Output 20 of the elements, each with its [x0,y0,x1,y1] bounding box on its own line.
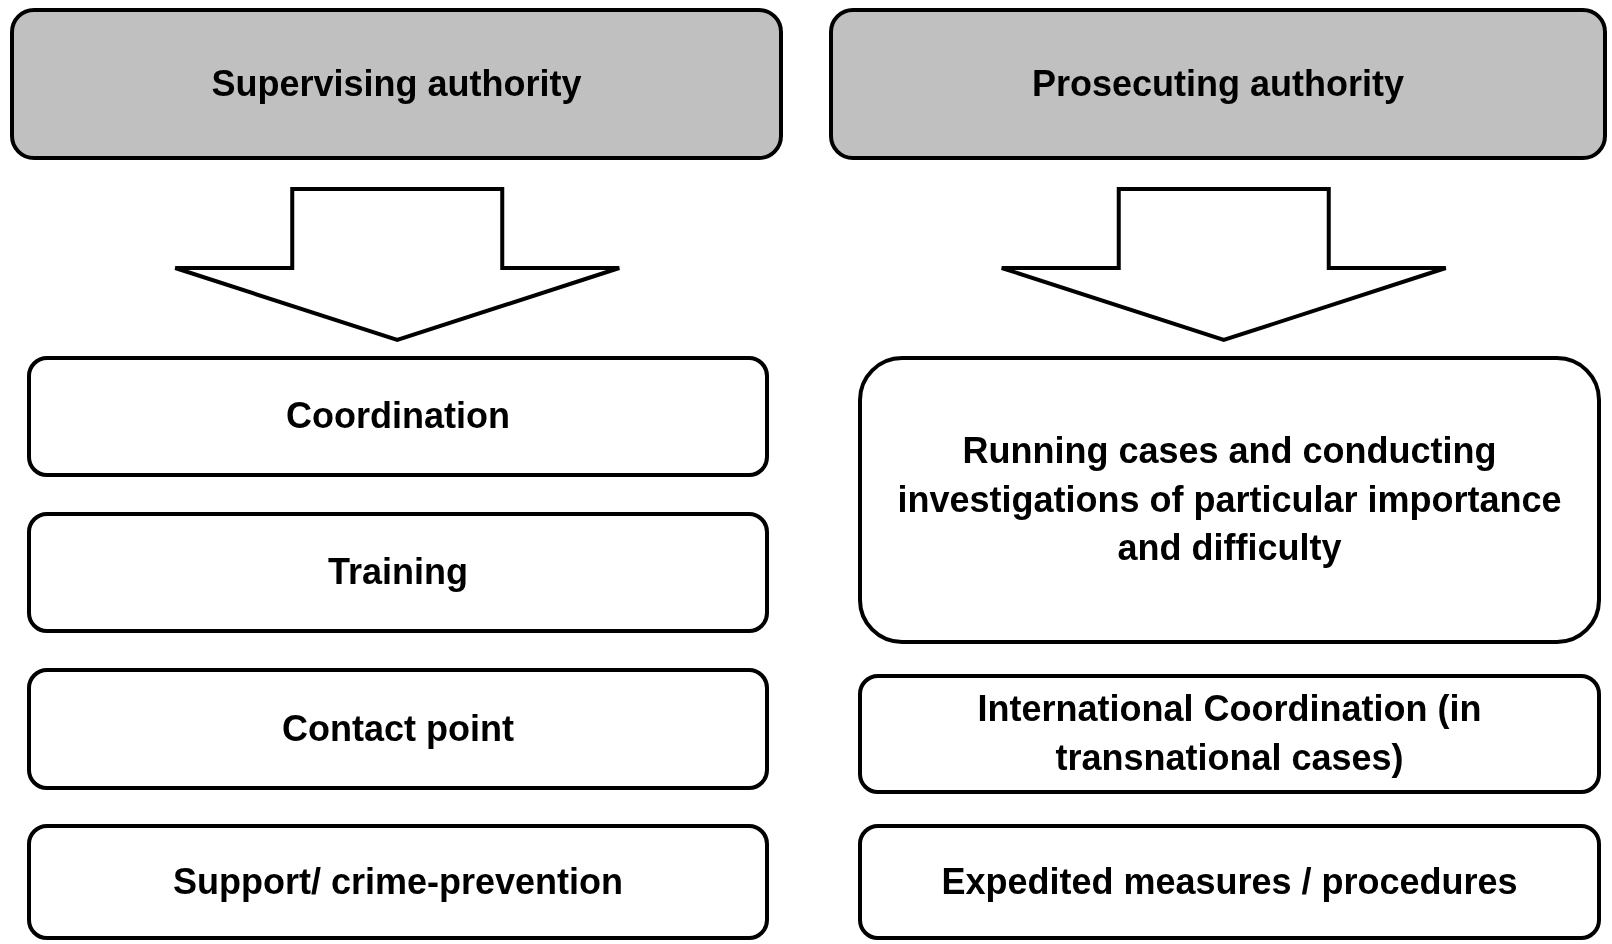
task-box [27,512,769,633]
box-label: Coordination [286,394,510,439]
block-arrow [173,187,622,343]
header-box [10,8,783,160]
box-label: Expedited measures / procedures [941,859,1518,904]
box-label: Prosecuting authority [1031,61,1404,106]
box-label: Support/ crime-prevention [172,859,624,904]
task-box [858,674,1601,794]
box-label: Contact point [282,706,514,751]
block-arrow [999,187,1448,343]
task-box [27,668,769,790]
box-label: International Coordination (in transnational cases) [976,687,1483,780]
task-box [858,356,1601,644]
task-box [27,824,769,940]
task-box [27,356,769,477]
box-label: Training [328,550,468,595]
box-label: Supervising authority [211,61,582,106]
box-label: Running cases and conducting investigations of particular importance and difficulty [896,429,1563,571]
header-box [829,8,1607,160]
task-box [858,824,1601,940]
